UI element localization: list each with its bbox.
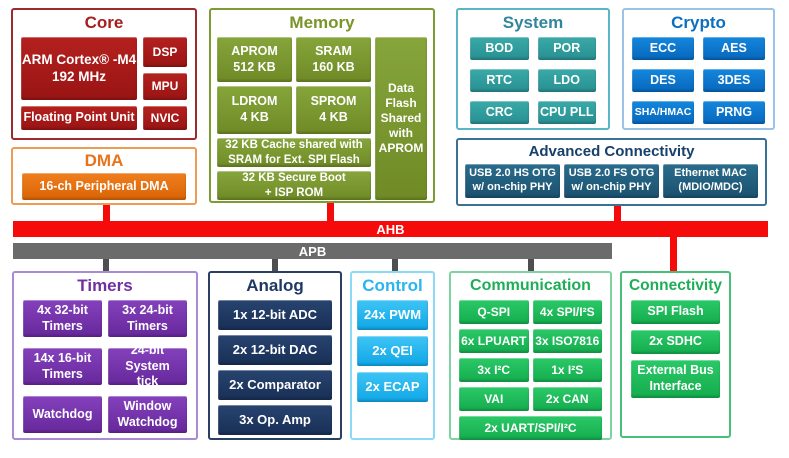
advanced-connectivity-box: USB 2.0 HS OTG w/ on-chip PHY <box>465 164 560 198</box>
communication-box: 6x LPUART <box>459 329 529 353</box>
analog-block: Analog 1x 12-bit ADC 2x 12-bit DAC 2x Comp… <box>208 271 342 440</box>
advanced-connectivity-block: Advanced Connectivity USB 2.0 HS OTG w/ … <box>456 138 767 206</box>
memory-box: LDROM 4 KB <box>217 86 292 134</box>
timers-block-title: Timers <box>77 276 133 295</box>
connector-dma-ahb <box>103 205 110 222</box>
crypto-box: AES <box>703 37 765 60</box>
connector-apb-timers <box>103 259 109 272</box>
analog-box: 1x 12-bit ADC <box>218 300 332 330</box>
system-box: LDO <box>537 69 596 92</box>
core-box: ARM Cortex® -M4 192 MHz <box>21 37 137 100</box>
connector-advconn-ahb <box>614 206 621 222</box>
analog-box: 2x Comparator <box>218 370 332 400</box>
memory-box: 32 KB Cache shared with SRAM for Ext. SP… <box>217 138 371 167</box>
memory-box: SPROM 4 KB <box>296 86 371 134</box>
connector-memory-ahb <box>327 203 334 222</box>
crypto-box: DES <box>632 69 694 92</box>
crypto-box: PRNG <box>703 101 765 124</box>
crypto-block: Crypto ECC AES DES 3DES SHA/HMAC PRNG <box>622 8 775 130</box>
connector-apb-analog <box>272 259 278 272</box>
communication-box: 4x SPI/I²S <box>532 300 602 324</box>
dma-block: DMA 16-ch Peripheral DMA <box>11 147 197 205</box>
core-box: MPU <box>143 73 187 100</box>
communication-box: 2x CAN <box>532 387 602 411</box>
ahb-bus-bar: AHB <box>13 221 768 237</box>
core-box: NVIC <box>143 106 187 130</box>
connectivity-box: External Bus Interface <box>631 360 720 398</box>
connector-apb-communication <box>528 259 534 272</box>
dma-box-grid: 16-ch Peripheral DMA <box>13 172 195 200</box>
memory-box: 32 KB Secure Boot + ISP ROM <box>217 171 371 200</box>
communication-box: 3x I²C <box>459 358 529 382</box>
core-box: DSP <box>143 37 187 67</box>
control-block-title: Control <box>362 276 423 295</box>
crypto-box: 3DES <box>703 69 765 92</box>
advanced-connectivity-box: USB 2.0 FS OTG w/ on-chip PHY <box>564 164 659 198</box>
communication-box: 3x ISO7816 <box>532 329 602 353</box>
apb-bus-label: APB <box>298 243 327 259</box>
system-box-grid: BOD POR RTC LDO CRC CPU PLL <box>458 36 608 124</box>
analog-box: 3x Op. Amp <box>218 405 332 435</box>
analog-block-title: Analog <box>246 276 304 295</box>
control-block: Control 24x PWM 2x QEI 2x ECAP <box>350 271 435 440</box>
communication-block-title: Communication <box>470 277 591 294</box>
core-box: Floating Point Unit <box>21 106 137 130</box>
connector-apb-control <box>392 259 398 272</box>
connector-ahb-connectivity <box>670 237 677 272</box>
system-box: POR <box>537 37 596 60</box>
advanced-connectivity-box: Ethernet MAC (MDIO/MDC) <box>663 164 758 198</box>
connectivity-box-grid: SPI Flash 2x SDHC External Bus Interface <box>622 299 729 398</box>
communication-box: 1x I²S <box>532 358 602 382</box>
connectivity-box: 2x SDHC <box>631 330 720 354</box>
apb-bus-bar: APB <box>13 243 612 259</box>
memory-box: Data Flash Shared with APROM <box>375 37 427 200</box>
advanced-connectivity-block-title: Advanced Connectivity <box>528 143 695 160</box>
timers-box: 4x 32-bit Timers <box>23 300 102 337</box>
control-box: 24x PWM <box>357 300 428 330</box>
system-box: CPU PLL <box>537 101 596 124</box>
crypto-block-title: Crypto <box>671 13 726 32</box>
system-box: CRC <box>470 101 529 124</box>
crypto-box-grid: ECC AES DES 3DES SHA/HMAC PRNG <box>624 36 773 124</box>
system-block: System BOD POR RTC LDO CRC CPU PLL <box>456 8 610 130</box>
memory-box: APROM 512 KB <box>217 37 292 82</box>
system-box: RTC <box>470 69 529 92</box>
analog-box: 2x 12-bit DAC <box>218 335 332 365</box>
timers-box: 24-bit System tick <box>108 343 187 388</box>
ahb-bus-label: AHB <box>376 221 405 237</box>
timers-box: 14x 16-bit Timers <box>23 348 102 385</box>
memory-block-title: Memory <box>289 13 355 32</box>
control-box: 2x ECAP <box>357 372 428 402</box>
communication-box: Q-SPI <box>459 300 529 324</box>
connectivity-block-title: Connectivity <box>628 277 722 294</box>
communication-box: 2x UART/SPI/I²C <box>459 416 602 440</box>
timers-box: 3x 24-bit Timers <box>108 300 187 337</box>
connectivity-box: SPI Flash <box>631 300 720 324</box>
crypto-box: ECC <box>632 37 694 60</box>
analog-box-grid: 1x 12-bit ADC 2x 12-bit DAC 2x Comparator 3… <box>210 299 340 435</box>
system-box: BOD <box>470 37 529 60</box>
dma-box: 16-ch Peripheral DMA <box>22 173 186 200</box>
timers-box: Watchdog <box>23 396 102 433</box>
system-block-title: System <box>502 13 564 32</box>
connectivity-block: Connectivity SPI Flash 2x SDHC External Bu… <box>620 271 731 438</box>
communication-box: VAI <box>459 387 529 411</box>
memory-box: SRAM 160 KB <box>296 37 371 82</box>
control-box: 2x QEI <box>357 336 428 366</box>
control-box-grid: 24x PWM 2x QEI 2x ECAP <box>352 299 433 402</box>
dma-block-title: DMA <box>84 151 124 170</box>
crypto-box: SHA/HMAC <box>632 101 694 124</box>
core-block-title: Core <box>84 13 124 32</box>
timers-box: Window Watchdog <box>108 396 187 433</box>
